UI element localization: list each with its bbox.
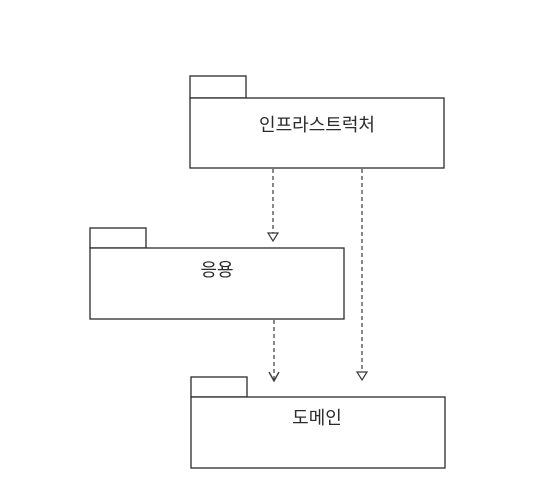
- package-body: [189, 97, 445, 169]
- package-infrastructure: 인프라스트럭처: [189, 75, 445, 169]
- package-body: [89, 247, 345, 320]
- package-domain: 도메인: [190, 376, 446, 469]
- package-tab: [189, 75, 247, 99]
- package-body: [190, 396, 446, 469]
- package-label-domain: 도메인: [292, 408, 342, 429]
- package-tab: [89, 227, 147, 249]
- package-label-infrastructure: 인프라스트럭처: [259, 115, 375, 136]
- dependency-infrastructure-to-domain: [355, 169, 369, 382]
- package-label-application: 응용: [200, 260, 233, 281]
- package-application: 응용: [89, 227, 345, 320]
- open-arrowhead-icon: [268, 371, 280, 383]
- dependency-application-to-domain: [268, 320, 280, 383]
- dependency-infrastructure-to-application: [266, 169, 280, 243]
- package-tab: [190, 376, 248, 398]
- hollow-arrowhead-icon: [266, 232, 280, 243]
- hollow-arrowhead-icon: [355, 371, 369, 382]
